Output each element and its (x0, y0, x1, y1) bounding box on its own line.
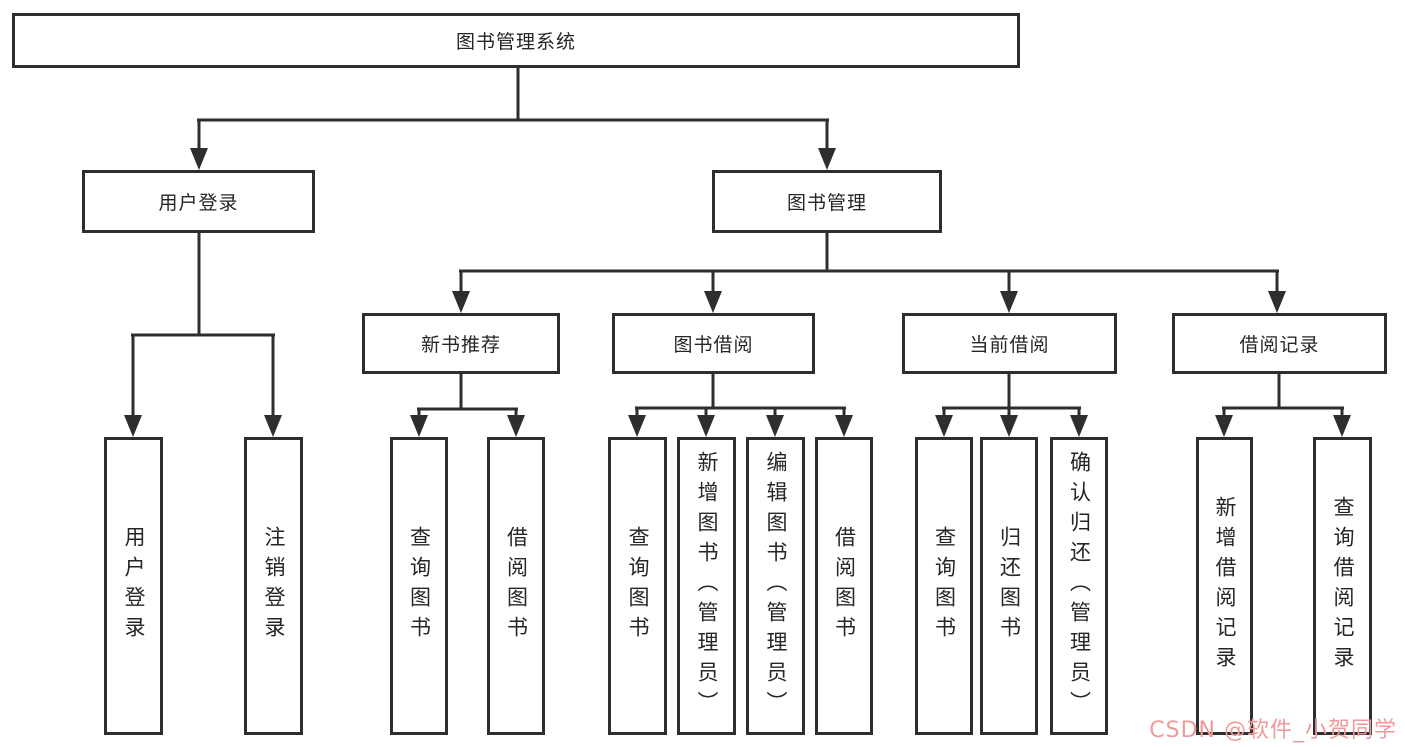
node-label: 编辑图书（管理员） (764, 451, 788, 721)
connector-borrowing-bus (635, 406, 846, 410)
node-current-borrowing: 当前借阅 (902, 313, 1117, 374)
node-label: 图书管理 (786, 192, 867, 214)
leaf-cb-query-books: 查询图书 (915, 437, 973, 735)
node-root-system: 图书管理系统 (12, 13, 1020, 68)
arrowhead-login-leaf (124, 415, 142, 437)
csdn-watermark: CSDN @软件_小贺同学 (1149, 718, 1397, 743)
arrowhead-borrow-records (1268, 291, 1286, 313)
node-book-borrowing: 图书借阅 (612, 313, 815, 374)
arrowhead-bb-borrow (835, 415, 853, 437)
node-borrowing-records: 借阅记录 (1172, 313, 1387, 374)
leaf-cb-return-books: 归还图书 (980, 437, 1038, 735)
arrowhead-user-login (190, 148, 208, 170)
node-book-management: 图书管理 (712, 170, 942, 233)
node-label: 查询图书 (407, 526, 432, 646)
connector-drop-user-login (197, 119, 201, 159)
node-label: 新增借阅记录 (1213, 496, 1237, 676)
arrowhead-cb-query (935, 415, 953, 437)
node-label: 查询借阅记录 (1331, 496, 1355, 676)
leaf-br-add-record: 新增借阅记录 (1196, 437, 1253, 735)
arrowhead-br-query (1333, 415, 1351, 437)
connector-bookmgmt-trunk (825, 233, 829, 272)
arrowhead-cb-return (1000, 415, 1018, 437)
leaf-bb-borrow-books: 借阅图书 (815, 437, 873, 735)
arrowhead-nb-query (410, 415, 428, 437)
arrowhead-book-mgmt (818, 148, 836, 170)
node-label: 确认归还（管理员） (1067, 451, 1092, 721)
connector-records-trunk (1277, 374, 1281, 409)
connector-drop-new-books (459, 271, 463, 301)
node-label: 图书借阅 (673, 334, 754, 356)
connector-drop-borrow-records (1275, 271, 1279, 301)
arrowhead-nb-borrow (507, 415, 525, 437)
arrowhead-book-borrow (704, 291, 722, 313)
arrowhead-logout-leaf (264, 415, 282, 437)
arrowhead-bb-edit (766, 415, 784, 437)
node-label: 当前借阅 (969, 334, 1050, 356)
arrowhead-cb-confirm (1070, 415, 1088, 437)
leaf-bb-edit-books-admin: 编辑图书（管理员） (746, 437, 805, 735)
node-label: 借阅记录 (1239, 334, 1320, 356)
connector-current-bus (942, 406, 1081, 410)
leaf-cb-confirm-return-admin: 确认归还（管理员） (1050, 437, 1108, 735)
arrowhead-bb-query (628, 415, 646, 437)
connector-current-trunk (1007, 374, 1011, 409)
leaf-logout: 注销登录 (244, 437, 303, 735)
node-label: 归还图书 (997, 526, 1022, 646)
node-new-book-recommend: 新书推荐 (362, 313, 560, 374)
arrowhead-current-borrow (1000, 291, 1018, 313)
node-label: 用户登录 (122, 526, 146, 646)
connector-records-bus (1222, 406, 1344, 410)
node-label: 借阅图书 (504, 526, 529, 646)
leaf-bb-add-books-admin: 新增图书（管理员） (677, 437, 736, 735)
leaf-bb-query-books: 查询图书 (608, 437, 667, 735)
connector-userlogin-bus (131, 333, 275, 337)
connector-level2-bus (459, 269, 1279, 273)
connector-level1-bus (197, 118, 829, 122)
connector-newbooks-bus (417, 407, 518, 411)
leaf-br-query-record: 查询借阅记录 (1313, 437, 1372, 735)
node-user-login: 用户登录 (82, 170, 315, 233)
leaf-nb-borrow-books: 借阅图书 (487, 437, 545, 735)
node-label: 图书管理系统 (455, 31, 576, 53)
node-label: 借阅图书 (832, 526, 857, 646)
connector-drop-logout-leaf (271, 335, 275, 420)
connector-drop-current-borrow (1007, 271, 1011, 301)
node-label: 新增图书（管理员） (695, 451, 719, 721)
arrowhead-br-add (1215, 415, 1233, 437)
connector-drop-book-mgmt (825, 119, 829, 159)
leaf-nb-query-books: 查询图书 (390, 437, 448, 735)
connector-borrowing-trunk (711, 374, 715, 409)
node-label: 查询图书 (932, 526, 957, 646)
leaf-user-login: 用户登录 (104, 437, 163, 735)
connector-drop-login-leaf (131, 335, 135, 420)
arrowhead-new-books (452, 291, 470, 313)
arrowhead-bb-add (697, 415, 715, 437)
connector-drop-book-borrow (711, 271, 715, 301)
node-label: 注销登录 (262, 526, 286, 646)
connector-root-trunk (516, 68, 520, 121)
connector-userlogin-trunk (197, 233, 201, 336)
connector-newbooks-trunk (459, 374, 463, 410)
node-label: 新书推荐 (420, 334, 501, 356)
node-label: 用户登录 (158, 192, 239, 214)
node-label: 查询图书 (626, 526, 650, 646)
